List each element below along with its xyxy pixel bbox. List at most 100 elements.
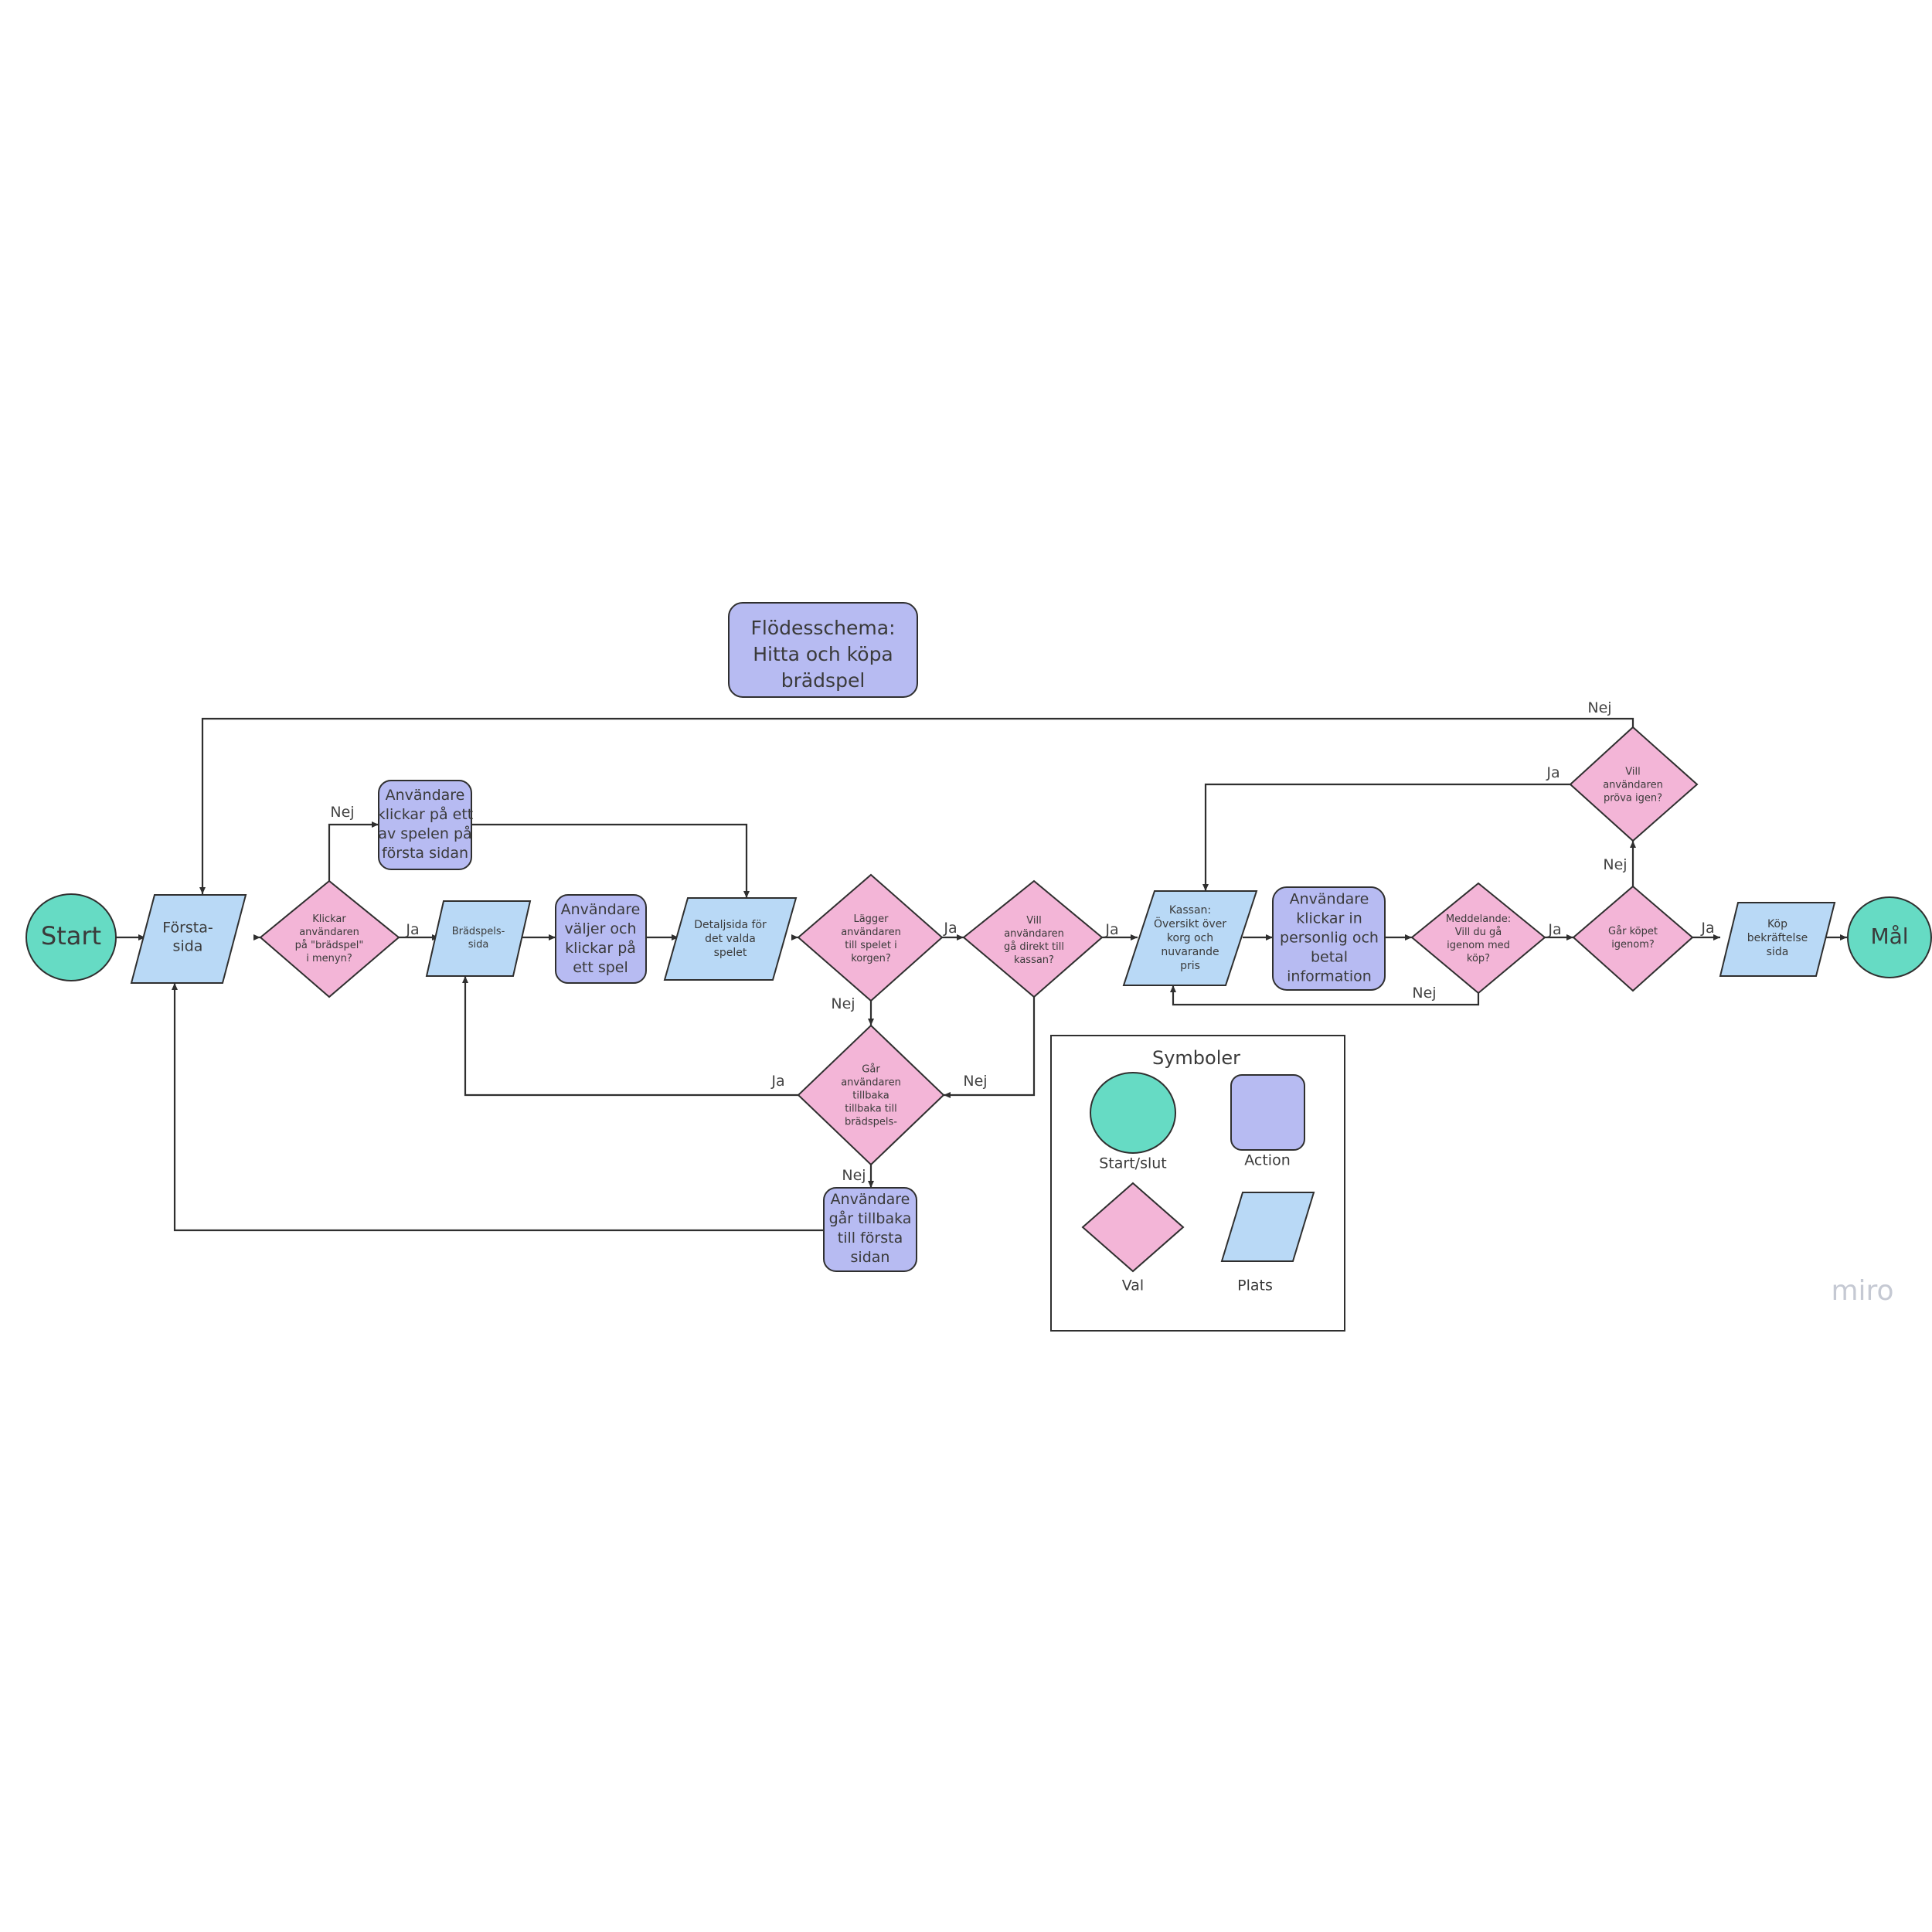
title-line: Flödesschema: bbox=[751, 617, 896, 639]
decision-kassan-node bbox=[962, 879, 1104, 998]
decision-meddelande-node bbox=[1410, 882, 1546, 995]
edge-d5-kassan bbox=[1170, 985, 1480, 1006]
a-personlig-label: betal bbox=[1311, 949, 1348, 966]
bradspelssida-label: sida bbox=[468, 939, 489, 951]
action-forsta-sidan-node bbox=[823, 1187, 917, 1272]
a-forsta-sidan-label: Användare bbox=[831, 1191, 910, 1208]
label-d2-ja: Ja bbox=[943, 920, 957, 937]
edge-d3-d4 bbox=[944, 997, 1036, 1098]
d-tillbaka-label: användaren bbox=[841, 1077, 901, 1089]
title-box bbox=[728, 602, 918, 698]
label-d5-nej: Nej bbox=[1412, 985, 1436, 1002]
d-meddelande-label: Vill du gå bbox=[1455, 927, 1502, 938]
a-forsta-sidan-label: sidan bbox=[851, 1249, 890, 1266]
d-kopet-label: igenom? bbox=[1611, 939, 1655, 951]
d-meddelande-label: igenom med bbox=[1447, 940, 1510, 951]
nodes bbox=[26, 726, 1932, 1272]
label-d5-ja: Ja bbox=[1547, 921, 1561, 938]
start-label: Start bbox=[41, 921, 101, 951]
a-klickar-spel-label: första sidan bbox=[382, 845, 468, 862]
detaljsida-label: det valda bbox=[705, 933, 756, 945]
a-klickar-spel-label: klickar på ett bbox=[377, 805, 474, 823]
a-personlig-label: personlig och bbox=[1280, 930, 1379, 947]
label-d1-ja: Ja bbox=[405, 921, 419, 938]
d-prova-label: Vill bbox=[1625, 767, 1640, 778]
d-tillbaka-label: brädspels- bbox=[845, 1117, 897, 1128]
a-forsta-sidan-label: till första bbox=[838, 1230, 903, 1247]
forsta-sida-label: Första- bbox=[162, 920, 213, 937]
a-valjer-spel-label: Användare bbox=[561, 901, 641, 918]
a-forsta-sidan-label: går tillbaka bbox=[829, 1209, 912, 1227]
legend-action-label: Action bbox=[1244, 1152, 1291, 1169]
label-d7-ja: Ja bbox=[1546, 764, 1560, 781]
detaljsida-node bbox=[663, 897, 798, 981]
edges bbox=[116, 717, 1847, 1232]
action-personlig-node bbox=[1272, 886, 1386, 991]
d-kassan-label: gå direkt till bbox=[1004, 941, 1064, 953]
detaljsida-label: spelet bbox=[714, 947, 747, 959]
d-korgen-label: till spelet i bbox=[845, 940, 897, 951]
diagram-title: Flödesschema: Hitta och köpa brädspel bbox=[728, 602, 918, 698]
d-tillbaka-label: tillbaka till bbox=[845, 1104, 896, 1115]
kassan-label: korg och bbox=[1167, 932, 1213, 944]
legend-place-label: Plats bbox=[1237, 1277, 1273, 1294]
legend-decision-label: Val bbox=[1122, 1277, 1144, 1294]
kassan-node bbox=[1122, 890, 1258, 986]
kassan-label: Översikt över bbox=[1154, 917, 1226, 930]
d-prova-label: pröva igen? bbox=[1604, 793, 1662, 804]
label-d1-nej: Nej bbox=[330, 804, 354, 821]
edge-labels: Nej Ja Ja Nej Ja Nej Ja Nej Nej Ja Nej J… bbox=[330, 699, 1714, 1184]
kassan-label: Kassan: bbox=[1169, 904, 1211, 917]
title-line: Hitta och köpa bbox=[753, 643, 893, 665]
d-prova-label: användaren bbox=[1603, 780, 1663, 791]
edge-d7-forsta bbox=[199, 717, 1634, 894]
d-bradspel-label: användaren bbox=[299, 927, 359, 938]
label-d3-ja: Ja bbox=[1104, 921, 1118, 938]
d-korgen-label: användaren bbox=[841, 927, 901, 938]
a-klickar-spel-label: av spelen på bbox=[378, 825, 471, 842]
label-d4-ja: Ja bbox=[770, 1073, 784, 1090]
d-korgen-label: Lägger bbox=[853, 913, 889, 925]
forsta-sida-label: sida bbox=[173, 938, 203, 955]
kop-sida-label: sida bbox=[1767, 946, 1789, 958]
label-d6-nej: Nej bbox=[1603, 856, 1627, 873]
d-kassan-label: användaren bbox=[1004, 928, 1064, 940]
d-kassan-label: kassan? bbox=[1014, 954, 1054, 966]
decision-korgen-node bbox=[797, 873, 944, 1002]
label-d3-nej: Nej bbox=[963, 1073, 987, 1090]
legend-place-icon bbox=[1220, 1192, 1315, 1262]
d-tillbaka-label: tillbaka bbox=[852, 1090, 889, 1102]
a-valjer-spel-label: ett spel bbox=[573, 959, 628, 976]
bradspelssida-label: Brädspels- bbox=[452, 926, 505, 937]
decision-bradspel-node bbox=[259, 879, 400, 998]
a-personlig-label: information bbox=[1287, 968, 1372, 985]
d-bradspel-label: på "brädspel" bbox=[295, 940, 364, 951]
edge-klickar-detalj bbox=[471, 823, 750, 898]
kassan-label: nuvarande bbox=[1161, 946, 1219, 958]
label-d2-nej: Nej bbox=[831, 995, 855, 1012]
d-tillbaka-label: Går bbox=[862, 1064, 880, 1076]
a-valjer-spel-label: väljer och bbox=[564, 920, 636, 937]
label-d6-ja: Ja bbox=[1700, 920, 1714, 937]
edge-gar-forsta bbox=[172, 983, 824, 1232]
a-personlig-label: Användare bbox=[1290, 891, 1369, 908]
legend-action-icon bbox=[1230, 1074, 1305, 1151]
a-klickar-spel-label: Användare bbox=[386, 787, 465, 804]
d-meddelande-label: Meddelande: bbox=[1446, 913, 1511, 925]
kop-sida-node bbox=[1719, 902, 1836, 977]
d-kassan-label: Vill bbox=[1026, 915, 1041, 927]
mal-label: Mål bbox=[1870, 923, 1908, 949]
action-valjer-spel-node bbox=[555, 894, 647, 984]
d-kopet-label: Går köpet bbox=[1608, 926, 1658, 937]
forsta-sida-node bbox=[130, 894, 247, 984]
start-node bbox=[26, 893, 117, 981]
detaljsida-label: Detaljsida för bbox=[694, 919, 767, 931]
bradspelssida-node bbox=[425, 900, 532, 977]
edge-d1-klickar bbox=[328, 821, 379, 881]
label-d4-nej: Nej bbox=[842, 1167, 866, 1184]
decision-kopet-node bbox=[1572, 885, 1694, 992]
legend: Symboler Start/slut Action Val Plats bbox=[1050, 1035, 1345, 1332]
legend-start-end-label: Start/slut bbox=[1099, 1155, 1167, 1172]
